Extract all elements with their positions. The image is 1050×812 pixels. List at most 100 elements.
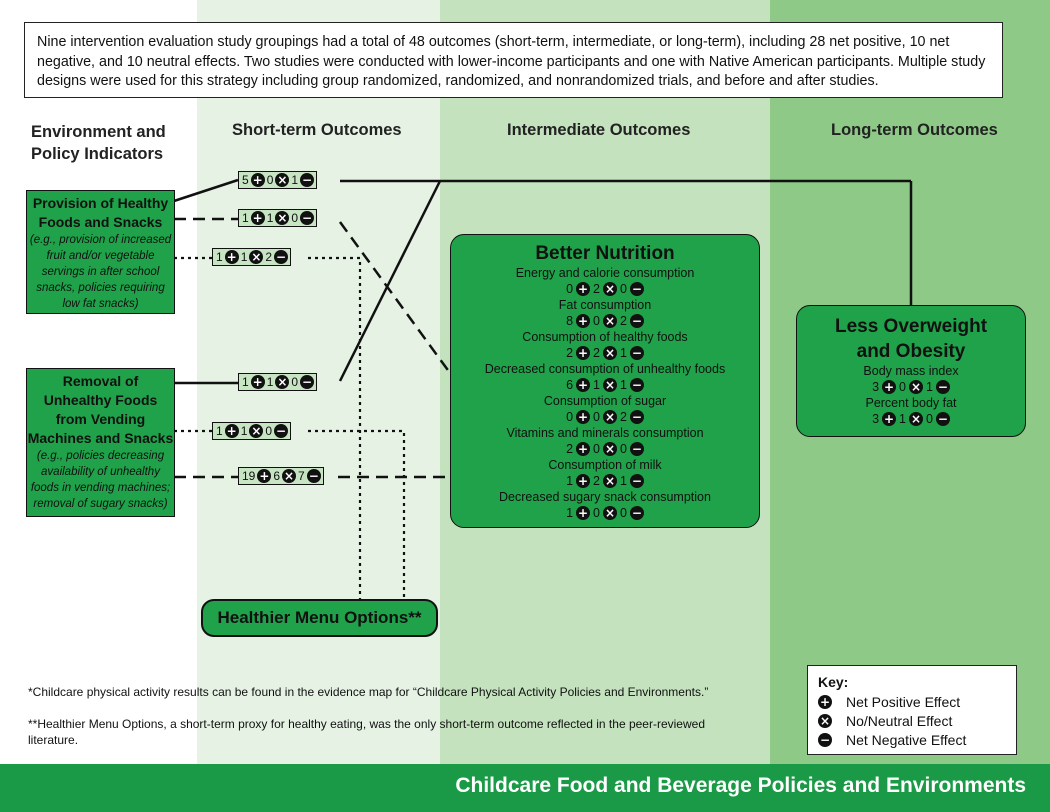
- neutral-count: 0: [593, 442, 600, 456]
- minus-icon: −: [274, 424, 289, 438]
- neutral-count: 1: [240, 250, 248, 264]
- cross-icon: ×: [275, 375, 290, 389]
- minus-icon: −: [300, 375, 315, 389]
- minus-icon: −: [300, 173, 315, 187]
- cross-icon: ×: [602, 378, 617, 392]
- indicator-example-line: availability of unhealthy: [41, 466, 160, 478]
- minus-icon: −: [629, 346, 644, 360]
- footer-title: Childcare Food and Beverage Policies and…: [455, 774, 1026, 797]
- neutral-count: 6: [273, 469, 281, 483]
- minus-icon: −: [306, 469, 321, 483]
- indicator-example-line: foods in vending machines;: [30, 482, 171, 494]
- plus-icon: +: [882, 380, 897, 394]
- positive-count: 2: [566, 442, 574, 456]
- plus-icon: +: [250, 375, 265, 389]
- neutral-count: 0: [593, 410, 600, 424]
- plus-icon: +: [576, 410, 591, 424]
- positive-count: 0: [566, 410, 574, 424]
- dotted-chip3-to-menu: [308, 256, 362, 600]
- column-header-long-term: Long-term Outcomes: [831, 121, 998, 139]
- plus-icon: +: [882, 412, 897, 426]
- cross-icon: ×: [249, 424, 264, 438]
- footnote-1: *Childcare physical activity results can…: [28, 685, 709, 699]
- neutral-count: 1: [266, 211, 274, 225]
- cross-icon: ×: [275, 173, 290, 187]
- outcome-label: Consumption of milk: [548, 458, 662, 472]
- negative-count: 1: [619, 378, 627, 392]
- key-row-negative: − Net Negative Effect: [818, 730, 1006, 749]
- indicator-title-line: from Vending: [55, 411, 146, 427]
- indicator-title-line: Machines and Snacks: [27, 430, 174, 446]
- outcome-counts: 0+2×0−: [451, 280, 759, 298]
- negative-count: 7: [298, 469, 305, 483]
- outcome-counts: 2+2×1−: [451, 344, 759, 362]
- negative-count: 0: [619, 442, 627, 456]
- plus-icon: +: [576, 314, 591, 328]
- plus-icon: +: [576, 506, 591, 520]
- minus-icon: −: [629, 282, 644, 296]
- outcome-counts: 3+0×1−: [797, 378, 1025, 396]
- outcome-counts: 3+1×0−: [797, 410, 1025, 428]
- cross-icon: ×: [818, 713, 832, 728]
- outcome-chip: 1+ 1× 2−: [212, 248, 292, 266]
- negative-count: 1: [619, 346, 627, 360]
- minus-icon: −: [274, 250, 289, 264]
- positive-count: 0: [566, 282, 574, 296]
- legend-key: Key: + Net Positive Effect × No/Neutral …: [807, 665, 1017, 755]
- outcome-chip: 1+ 1× 0−: [238, 209, 318, 227]
- minus-icon: −: [629, 474, 644, 488]
- negative-count: 0: [619, 506, 627, 520]
- outcome-chip: 5+ 0× 1−: [238, 171, 318, 189]
- positive-count: 3: [872, 380, 880, 394]
- indicator-example-line: fruit and/or vegetable: [46, 250, 155, 262]
- better-nutrition-title: Better Nutrition: [535, 243, 675, 264]
- neutral-count: 1: [593, 378, 600, 392]
- cross-icon: ×: [908, 412, 923, 426]
- positive-count: 19: [242, 469, 256, 483]
- neutral-count: 1: [266, 375, 274, 389]
- cross-icon: ×: [249, 250, 264, 264]
- indicator-example-line: (e.g., policies decreasing: [36, 450, 165, 462]
- neutral-count: 0: [266, 173, 274, 187]
- footnote-2-line2: literature.: [28, 733, 79, 747]
- outcome-chip: 19+ 6× 7−: [238, 467, 324, 485]
- indicator-title-line: Foods and Snacks: [38, 214, 163, 230]
- outcome-label: Percent body fat: [865, 396, 957, 410]
- neutral-count: 2: [593, 474, 600, 488]
- neutral-count: 0: [593, 506, 600, 520]
- key-title: Key:: [818, 674, 849, 690]
- positive-count: 1: [242, 211, 249, 225]
- outcome-label: Fat consumption: [558, 298, 652, 312]
- indicator-example-line: servings in after school: [41, 266, 160, 278]
- plus-icon: +: [576, 346, 591, 360]
- column-header-environment-line2: Policy Indicators: [31, 145, 164, 163]
- indicator-provision-healthy-foods: Provision of Healthy Foods and Snacks (e…: [26, 190, 175, 314]
- plus-icon: +: [250, 173, 265, 187]
- indicator-title-line: Provision of Healthy: [32, 195, 169, 211]
- plus-icon: +: [224, 424, 239, 438]
- plus-icon: +: [576, 474, 591, 488]
- indicator-title-line: Removal of: [62, 373, 139, 389]
- plus-icon: +: [576, 282, 591, 296]
- plus-icon: +: [576, 442, 591, 456]
- indicator-example-line: removal of sugary snacks): [33, 498, 168, 510]
- outcome-counts: 1+0×0−: [451, 504, 759, 522]
- outcome-counts: 0+0×2−: [451, 408, 759, 426]
- summary-box: Nine intervention evaluation study group…: [24, 22, 1003, 98]
- minus-icon: −: [935, 412, 950, 426]
- column-header-intermediate: Intermediate Outcomes: [507, 121, 691, 139]
- line-chip4-to-top: [338, 180, 442, 382]
- key-row-neutral: × No/Neutral Effect: [818, 711, 1006, 730]
- neutral-count: 0: [899, 380, 906, 394]
- connector-lines: [173, 178, 913, 600]
- minus-icon: −: [629, 506, 644, 520]
- overweight-box: Less Overweight and Obesity Body mass in…: [796, 305, 1026, 437]
- footnote-2: **Healthier Menu Options, a short-term p…: [28, 716, 705, 748]
- plus-icon: +: [576, 378, 591, 392]
- positive-count: 6: [566, 378, 574, 392]
- column-header-environment-line1: Environment and: [31, 123, 166, 141]
- indicator-example-line: low fat snacks): [62, 298, 139, 310]
- positive-count: 1: [566, 506, 574, 520]
- cross-icon: ×: [602, 282, 617, 296]
